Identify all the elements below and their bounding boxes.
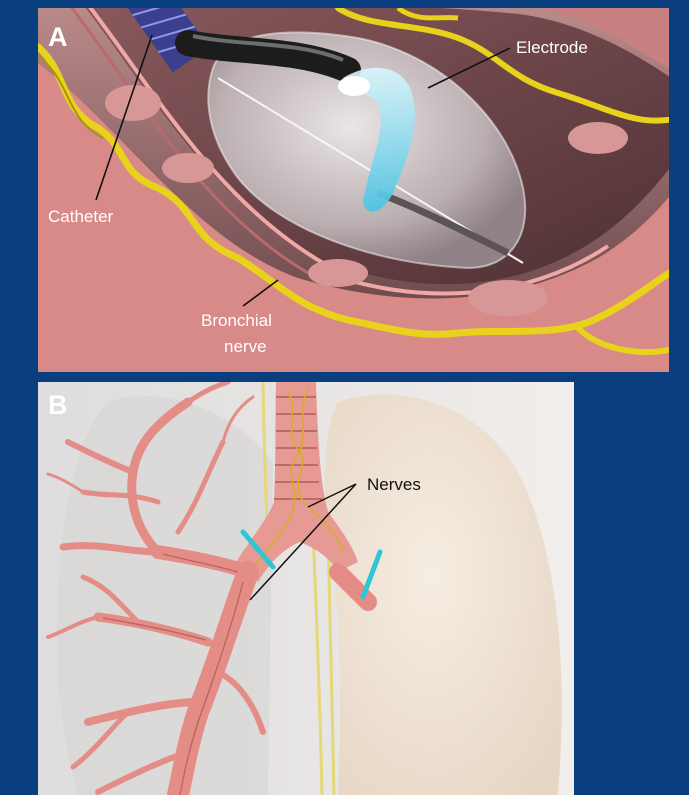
catheter-label: Catheter xyxy=(48,207,114,226)
electrode-tip xyxy=(338,76,370,96)
electrode-label: Electrode xyxy=(516,38,588,57)
panel-a-svg: A Electrode Catheter Bronchial nerve xyxy=(38,8,669,372)
cartilage-bump xyxy=(468,280,548,316)
bronchial-nerve-label-line2: nerve xyxy=(224,337,267,356)
panel-b-lung-illustration: B Nerves xyxy=(38,382,574,795)
panel-b-letter: B xyxy=(48,390,68,420)
bronchial-nerve-label-line1: Bronchial xyxy=(201,311,272,330)
nerves-label: Nerves xyxy=(367,475,421,494)
cartilage-bump xyxy=(162,153,214,183)
panel-a-airway-illustration: A Electrode Catheter Bronchial nerve xyxy=(38,8,669,372)
cartilage-bump xyxy=(308,259,368,287)
panel-a-letter: A xyxy=(48,22,68,52)
cartilage-bump xyxy=(568,122,628,154)
panel-b-svg: B Nerves xyxy=(38,382,574,795)
